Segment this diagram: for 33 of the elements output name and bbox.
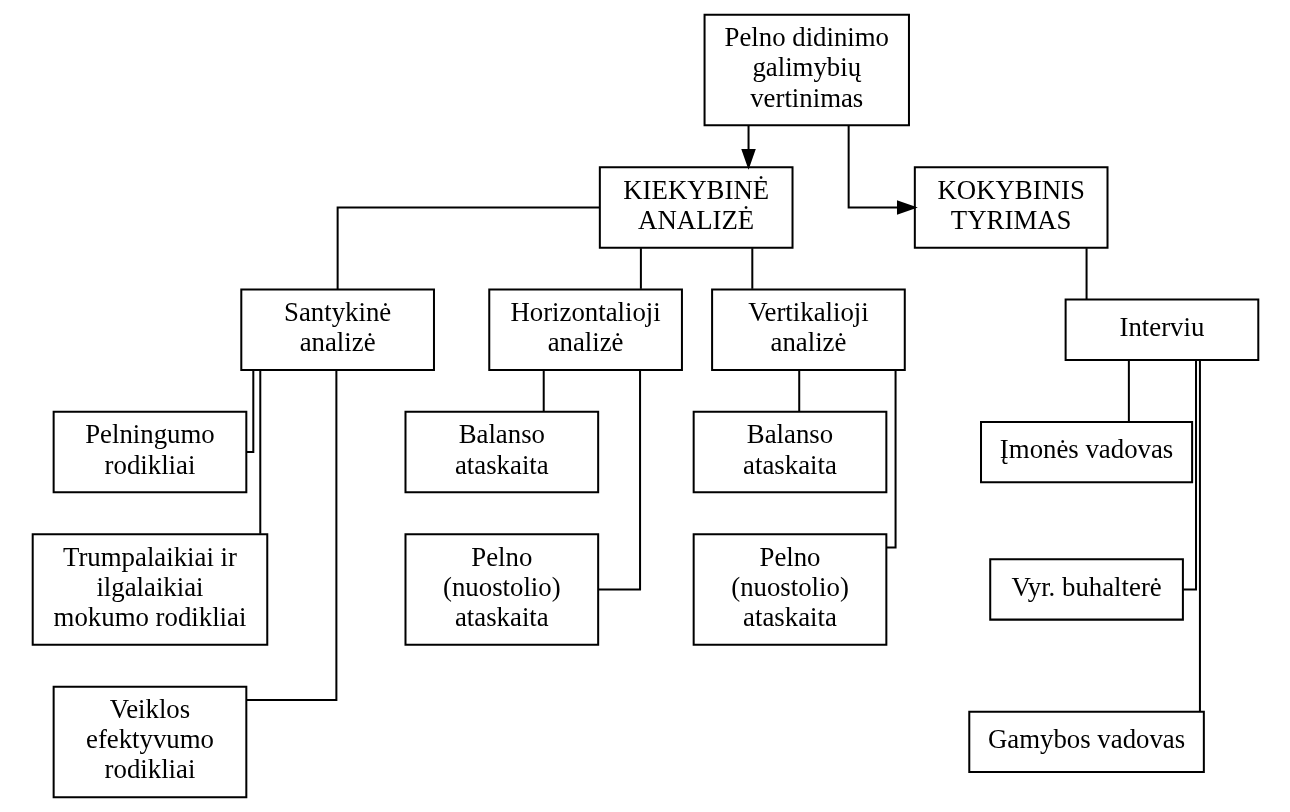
node-box: KIEKYBINĖ ANALIZĖ (598, 166, 794, 249)
connector (246, 370, 254, 454)
node-box: Pelno didinimo galimybių vertinimas (703, 13, 910, 127)
connector (639, 248, 642, 289)
connector (542, 370, 545, 412)
connector (336, 206, 600, 290)
node-box: Įmonės vadovas (979, 420, 1193, 484)
node-box: Interviu (1064, 298, 1259, 361)
node-box: Veiklos efektyvumo rodikliai (52, 685, 247, 799)
node-box: Pelningumo rodikliai (52, 410, 247, 494)
node-box: Pelno (nuostolio) ataskaita (692, 533, 887, 646)
arrow (847, 125, 918, 215)
connector (245, 370, 337, 702)
connector (1085, 248, 1088, 300)
node-box: Horizontalioji analizė (487, 288, 683, 371)
connector (598, 370, 641, 591)
connector (1127, 360, 1130, 422)
node-box: Trumpalaikiai ir ilgalaikiai mokumo rodikliai (31, 533, 268, 646)
node-box: Balanso ataskaita (404, 410, 599, 494)
node-box: Vyr. buhalterė (988, 558, 1184, 621)
node-box: Gamybos vadovas (967, 710, 1205, 774)
node-box: Santykinė analizė (239, 288, 435, 371)
connector (1182, 360, 1197, 591)
node-box: KOKYBINIS TYRIMAS (913, 166, 1108, 249)
node-box: Balanso ataskaita (692, 410, 887, 494)
connector (1198, 360, 1201, 712)
node-box: Pelno (nuostolio) ataskaita (404, 533, 599, 646)
node-box: Vertikalioji analizė (710, 288, 906, 371)
connector (797, 370, 800, 412)
connector (258, 370, 261, 534)
arrow (740, 125, 756, 170)
connector (886, 370, 897, 549)
connector (750, 248, 753, 289)
